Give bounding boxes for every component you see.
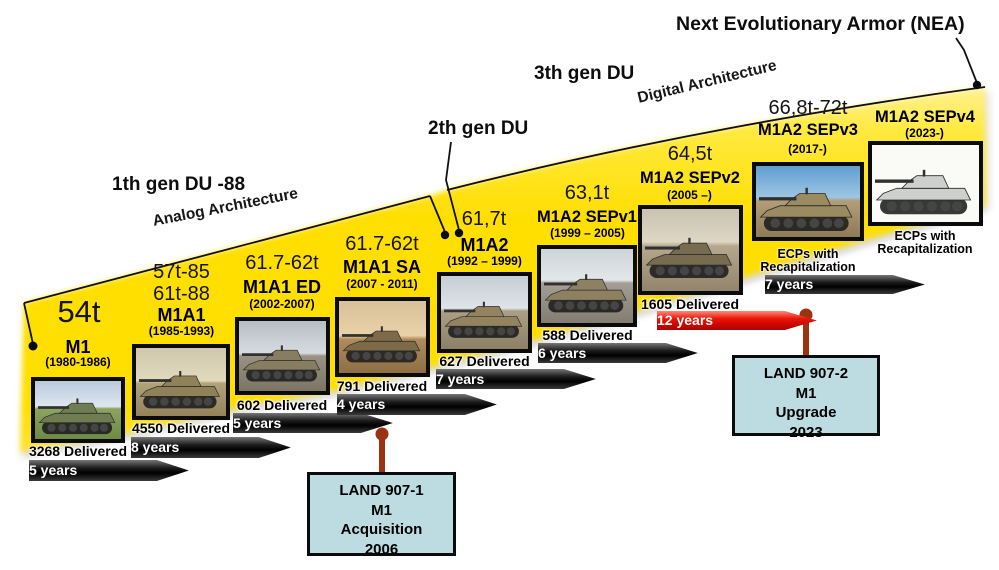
delivered-count: 3268 Delivered xyxy=(28,443,128,459)
callout-line: M1 xyxy=(795,384,817,402)
production-years: (2017-) xyxy=(788,142,827,156)
weight-label: 64,5t xyxy=(667,143,713,165)
tank-icon xyxy=(544,259,630,323)
gen-label-3: 3th gen DU xyxy=(534,63,635,84)
gen-label-2: 2th gen DU xyxy=(428,118,529,139)
variant-name: M1A2 xyxy=(460,235,509,255)
tank-icon xyxy=(139,358,224,416)
ecp-note: ECPs with Recapitalization xyxy=(760,247,856,275)
callout-line: 2023 xyxy=(789,423,823,441)
production-years: (1985-1993) xyxy=(148,324,215,338)
analog-era-edge-line xyxy=(23,195,431,304)
duration-arrow: 8 years xyxy=(131,437,291,458)
land-907-1-box: LAND 907-1 M1 Acquisition 2006 xyxy=(307,472,456,558)
delivered-count: 791 Delivered xyxy=(336,378,428,394)
tank-icon xyxy=(242,331,324,391)
weight-label: 61,7t xyxy=(461,208,507,230)
tank-photo xyxy=(31,377,125,443)
gen1-leader-line xyxy=(23,302,34,345)
delivered-count: 602 Delivered xyxy=(236,397,328,413)
weight-label-2: 61t-88 xyxy=(153,283,210,305)
weight-label: 63,1t xyxy=(564,182,610,204)
duration-arrow: 7 years xyxy=(765,275,925,294)
duration-arrow-highlight: 12 years xyxy=(657,311,817,330)
tank-icon xyxy=(342,311,424,373)
duration-arrow: 6 years xyxy=(538,343,698,363)
production-years: (1999 – 2005) xyxy=(550,226,625,240)
tank-photo xyxy=(868,141,983,226)
tank-photo xyxy=(437,272,532,353)
variant-name: M1A1 xyxy=(157,305,206,325)
variant-name: M1A2 SEPv1 xyxy=(537,208,637,226)
tank-photo xyxy=(752,162,864,241)
production-years: (1992 – 1999) xyxy=(447,254,522,268)
land-907-1-stem-dot xyxy=(375,427,389,441)
land-907-2-box: LAND 907-2 M1 Upgrade 2023 xyxy=(732,355,880,441)
tank-icon xyxy=(38,389,119,439)
production-years: (2005 –) xyxy=(667,188,712,202)
production-years: (1980-1986) xyxy=(45,355,111,369)
tank-photo xyxy=(638,205,743,295)
tank-photo xyxy=(235,317,330,395)
duration-arrow: 5 years xyxy=(29,460,189,481)
delivered-count: 627 Delivered xyxy=(439,353,530,369)
production-years: (2023-) xyxy=(905,126,944,140)
weight-label: 61.7-62t xyxy=(345,233,419,255)
duration-arrow: 5 years xyxy=(233,413,393,433)
nea-timeline-dot xyxy=(972,80,982,90)
callout-line: LAND 907-1 xyxy=(339,482,424,499)
tank-icon xyxy=(444,286,526,349)
delivered-count: 1605 Delivered xyxy=(640,296,740,312)
duration-arrow: 4 years xyxy=(337,394,497,415)
tank-icon xyxy=(875,156,976,222)
variant-name: M1A1 ED xyxy=(242,277,322,297)
callout-line: LAND 907-2 xyxy=(763,365,849,382)
duration-arrow: 7 years xyxy=(436,369,596,389)
variant-name: M1A1 SA xyxy=(342,257,422,277)
page-title: Next Evolutionary Armor (NEA) xyxy=(676,13,965,35)
callout-line: M1 xyxy=(371,501,392,519)
weight-label: 66,8t-72t xyxy=(768,97,848,119)
gen-label-1: 1th gen DU -88 xyxy=(112,174,246,195)
variant-name: M1A2 SEPv2 xyxy=(640,169,740,187)
tank-icon xyxy=(759,176,857,237)
gen2-leader-line-a xyxy=(429,195,446,233)
nea-leader-line xyxy=(955,37,978,84)
gen2-timeline-dot-a xyxy=(440,230,450,240)
gen1-timeline-dot xyxy=(28,341,38,351)
callout-line: Upgrade xyxy=(775,404,837,421)
variant-name: M1A2 SEPv3 xyxy=(758,121,858,139)
digital-era-edge-line xyxy=(446,86,986,191)
tank-photo xyxy=(335,297,430,377)
production-years: (2002-2007) xyxy=(249,297,315,311)
tank-photo xyxy=(537,245,637,327)
production-years: (2007 - 2011) xyxy=(346,277,418,291)
weight-label: 57t-85 xyxy=(153,261,210,283)
gen2-leader-line-b xyxy=(445,141,460,231)
delivered-count: 588 Delivered xyxy=(542,327,633,343)
variant-name: M1 xyxy=(65,337,91,357)
delivered-count: 4550 Delivered xyxy=(131,420,231,436)
callout-line: Acquisition xyxy=(340,521,423,538)
ecp-note: ECPs with Recapitalization xyxy=(877,229,973,257)
weight-label: 61.7-62t xyxy=(245,252,319,274)
weight-label: 54t xyxy=(57,294,101,329)
gen2-timeline-dot-b xyxy=(454,228,464,238)
tank-photo xyxy=(132,344,230,420)
variant-name: M1A2 SEPv4 xyxy=(875,108,975,126)
callout-line: 2006 xyxy=(364,540,399,558)
tank-icon xyxy=(645,220,736,291)
